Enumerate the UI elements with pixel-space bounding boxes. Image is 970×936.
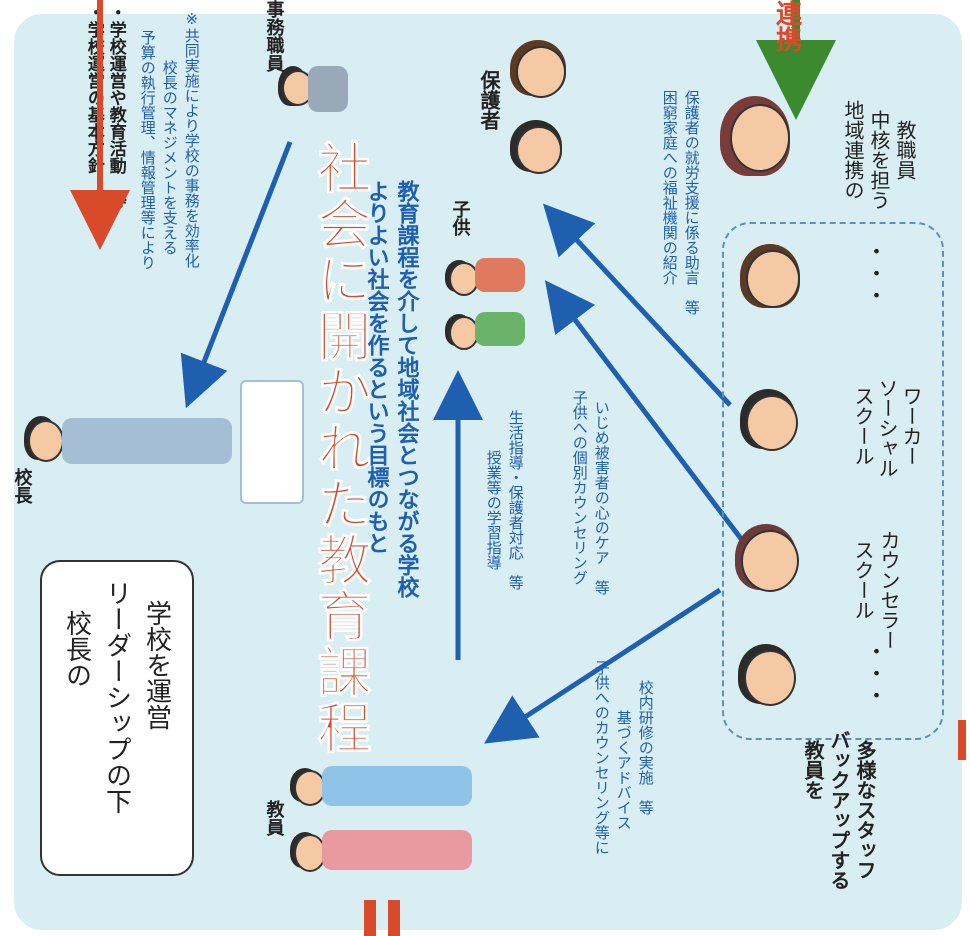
counselor-line-1: スクール bbox=[851, 540, 875, 620]
arrow-counselor-children bbox=[544, 280, 744, 542]
center-title: 社会に開かれた教育課程 bbox=[308, 140, 372, 757]
office-duty-3: ※共同実施により学校の事務を効率化 bbox=[182, 10, 201, 268]
office-staff-label: 事務職員 bbox=[263, 0, 285, 72]
principal-label: 校長 bbox=[11, 468, 33, 504]
staff-extra-figure bbox=[740, 240, 810, 320]
teachers-label: 教員 bbox=[263, 800, 285, 836]
support-label-2: バックアップする bbox=[827, 730, 851, 890]
teaching-note-1: 授業等の学習指導 bbox=[484, 450, 503, 570]
staff-extra-ellipsis: ・・・ bbox=[861, 240, 887, 306]
counselor-line-2: カウンセラー bbox=[877, 530, 901, 650]
welfare-note-2: 保護者の就労支援に係る助言 等 bbox=[682, 90, 701, 315]
support-label-3: 多様なスタッフ bbox=[853, 740, 877, 880]
teaching-note-2: 生活指導・保護者対応 等 bbox=[506, 410, 525, 590]
children-label: 子供 bbox=[449, 200, 471, 236]
children-figure bbox=[445, 250, 535, 360]
school-emblem-board bbox=[240, 380, 304, 504]
arrow-office-principal bbox=[180, 141, 293, 409]
regional-teacher-line-1: 地域連携の bbox=[841, 100, 865, 200]
support-staff-group bbox=[722, 222, 944, 740]
renkei-label: 連携 bbox=[771, 0, 802, 52]
welfare-note-1: 困窮家庭への福祉機関の紹介 bbox=[660, 90, 679, 285]
principal-figure bbox=[20, 410, 235, 480]
office-staff-figure bbox=[278, 60, 348, 140]
training-note-3: 校内研修の実施 等 bbox=[636, 680, 655, 815]
equals-bar-1 bbox=[364, 900, 376, 936]
guardians-label: 保護者 bbox=[477, 70, 501, 130]
arrow-staff-teachers bbox=[484, 587, 722, 744]
regional-teacher-line-2: 中核を担う bbox=[867, 110, 891, 210]
speech-line-3: 学校を運営 bbox=[141, 600, 172, 730]
social-worker-line-2: ソーシャル bbox=[875, 378, 899, 478]
counseling-note-1: 子供への個別カウンセリング bbox=[570, 390, 589, 585]
staff-other-ellipsis: ・・・ bbox=[861, 640, 887, 706]
principal-speech-bubble bbox=[40, 560, 194, 876]
social-worker-line-3: ワーカー bbox=[899, 386, 923, 466]
edge-mark bbox=[958, 720, 966, 760]
support-label-1: 教員を bbox=[801, 740, 825, 800]
training-note-1: 子供へのカウンセリング等に bbox=[592, 660, 611, 855]
office-duty-1: 予算の執行管理、情報管理等により bbox=[138, 30, 157, 270]
social-worker-figure bbox=[740, 385, 810, 465]
center-subtitle-2: 教育課程を介して地域社会とつながる学校 bbox=[393, 180, 419, 598]
guardians-figure bbox=[500, 30, 610, 180]
center-subtitle-1: よりよい社会を作るという目標のもと bbox=[363, 180, 389, 554]
equals-bar-2 bbox=[388, 900, 400, 936]
arrow-worker-guardians bbox=[542, 203, 732, 407]
training-note-2: 基づくアドバイス bbox=[614, 710, 633, 830]
teachers-figure bbox=[290, 760, 480, 890]
counselor-figure bbox=[735, 520, 815, 610]
speech-line-2: リーダーシップの下 bbox=[101, 580, 132, 814]
speech-line-1: 校長の bbox=[61, 610, 92, 688]
staff-other-figure bbox=[738, 640, 808, 720]
counseling-note-2: いじめ被害者の心のケア 等 bbox=[592, 400, 611, 595]
regional-teacher-figure bbox=[720, 90, 810, 190]
office-duty-2: 校長のマネジメントを支える bbox=[160, 60, 179, 255]
regional-teacher-line-3: 教職員 bbox=[893, 120, 917, 180]
social-worker-line-1: スクール bbox=[851, 386, 875, 466]
